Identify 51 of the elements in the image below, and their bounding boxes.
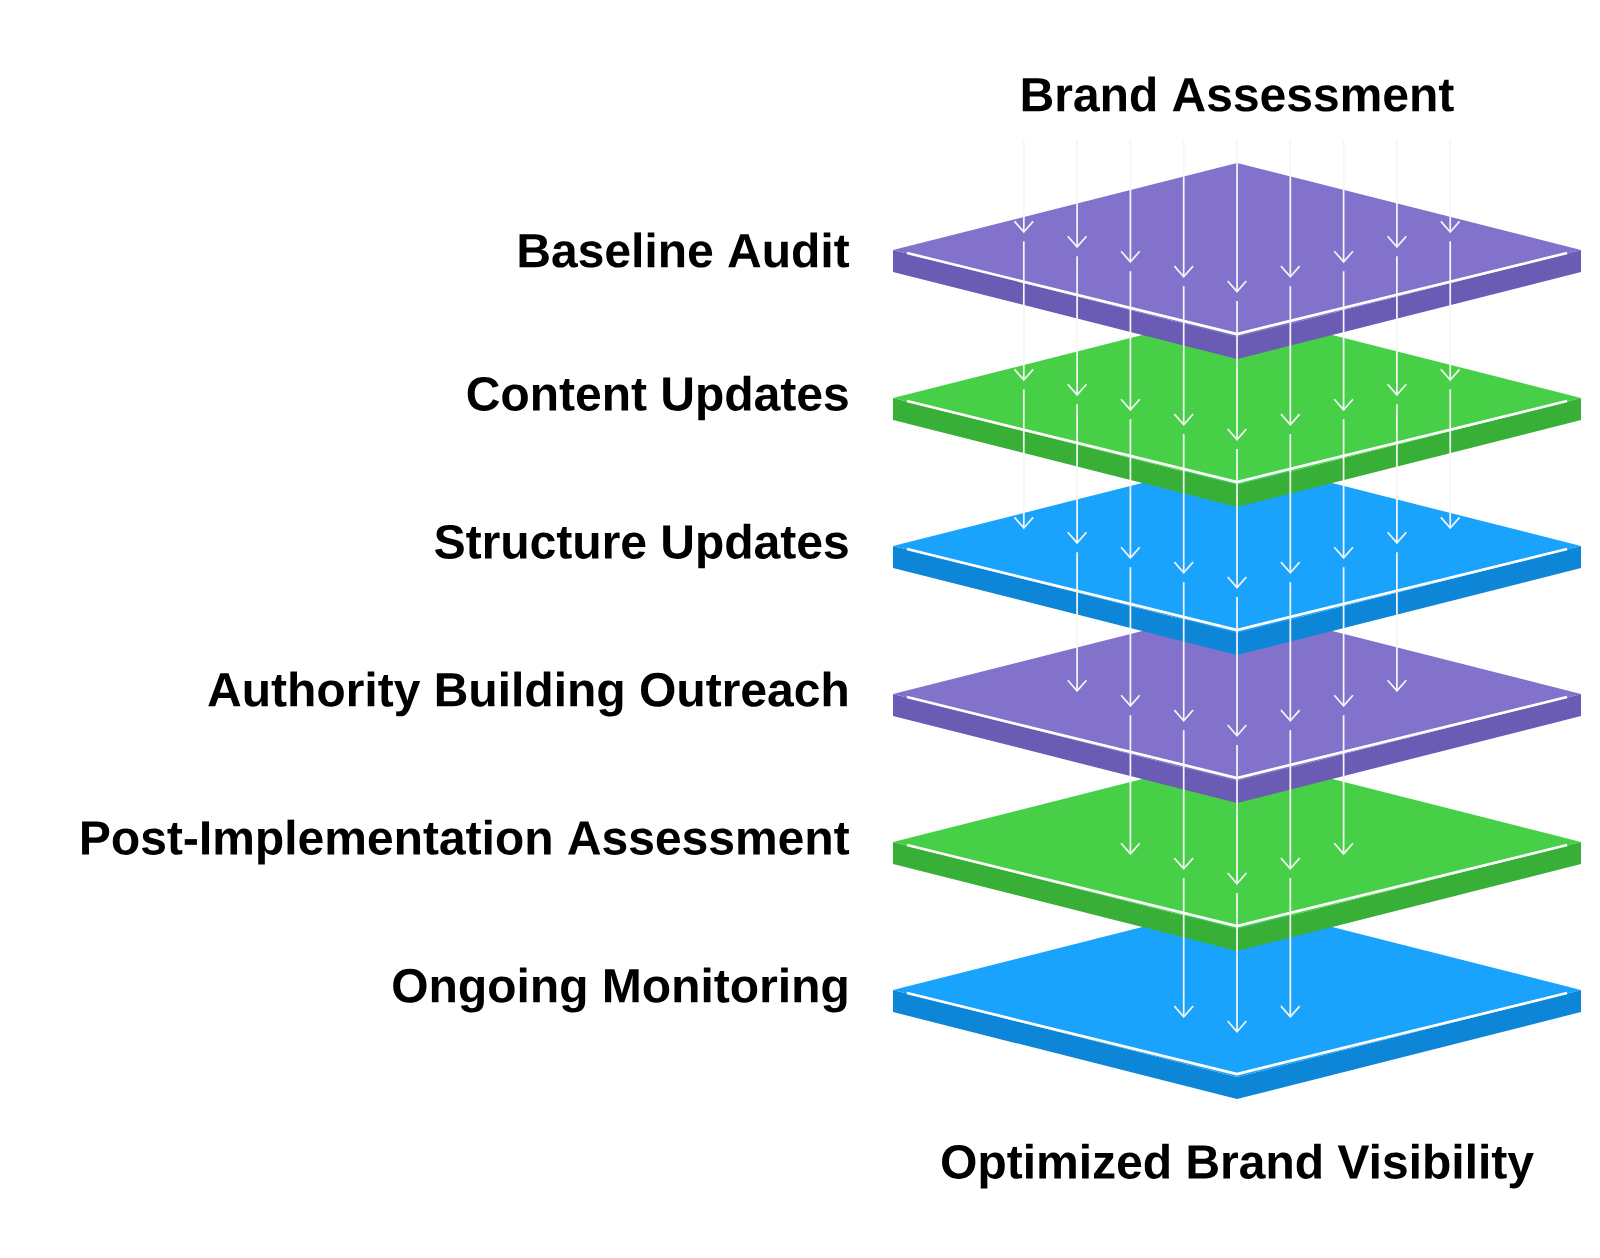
arrow: [1440, 139, 1461, 234]
arrow: [1013, 388, 1034, 530]
arrow: [1333, 714, 1354, 856]
arrow: [1173, 139, 1194, 279]
arrow: [1066, 403, 1088, 545]
arrow: [1120, 714, 1141, 856]
arrow: [1173, 433, 1194, 575]
arrow: [1226, 300, 1248, 441]
arrow: [1066, 551, 1088, 693]
arrow: [1013, 139, 1034, 234]
arrow: [1333, 418, 1354, 560]
arrow: [1066, 255, 1088, 397]
arrow: [1386, 139, 1408, 249]
arrow: [1440, 240, 1461, 382]
arrow: [1173, 729, 1194, 871]
arrow: [1226, 139, 1248, 293]
caption: Optimized Brand Visibility: [942, 1143, 1534, 1189]
arrow: [1226, 448, 1248, 589]
arrow: [1013, 240, 1034, 382]
arrow: [1386, 551, 1408, 693]
node-label: Content Updates: [467, 375, 848, 421]
arrow: [1280, 285, 1301, 427]
arrow: [1226, 596, 1248, 737]
arrow: [1386, 403, 1408, 545]
arrow: [1173, 285, 1194, 427]
title: Brand Assessment: [1022, 76, 1454, 112]
arrow: [1280, 729, 1301, 871]
arrow: [1440, 388, 1461, 530]
arrow: [1173, 877, 1194, 1019]
node-label: Authority Building Outreach: [208, 671, 847, 717]
layer-plate: Baseline Audit: [519, 163, 1581, 359]
arrow: [1333, 566, 1354, 708]
node-label: Baseline Audit: [519, 232, 850, 268]
arrow: [1120, 418, 1141, 560]
arrow: [1120, 139, 1141, 264]
arrow: [1066, 139, 1088, 249]
arrow: [1386, 255, 1408, 397]
arrow: [1333, 139, 1354, 264]
arrow: [1120, 566, 1141, 708]
arrow: [1280, 877, 1301, 1019]
arrow: [1333, 270, 1354, 412]
arrow: [1226, 892, 1248, 1033]
node-label: Ongoing Monitoring: [393, 967, 847, 1013]
arrow: [1226, 744, 1248, 885]
arrow: [1173, 581, 1194, 723]
node-label: Post-Implementation Assessment: [82, 819, 850, 865]
arrow: [1280, 433, 1301, 575]
arrow: [1120, 270, 1141, 412]
arrow: [1280, 581, 1301, 723]
node-label: Structure Updates: [435, 523, 848, 569]
arrow: [1280, 139, 1301, 279]
